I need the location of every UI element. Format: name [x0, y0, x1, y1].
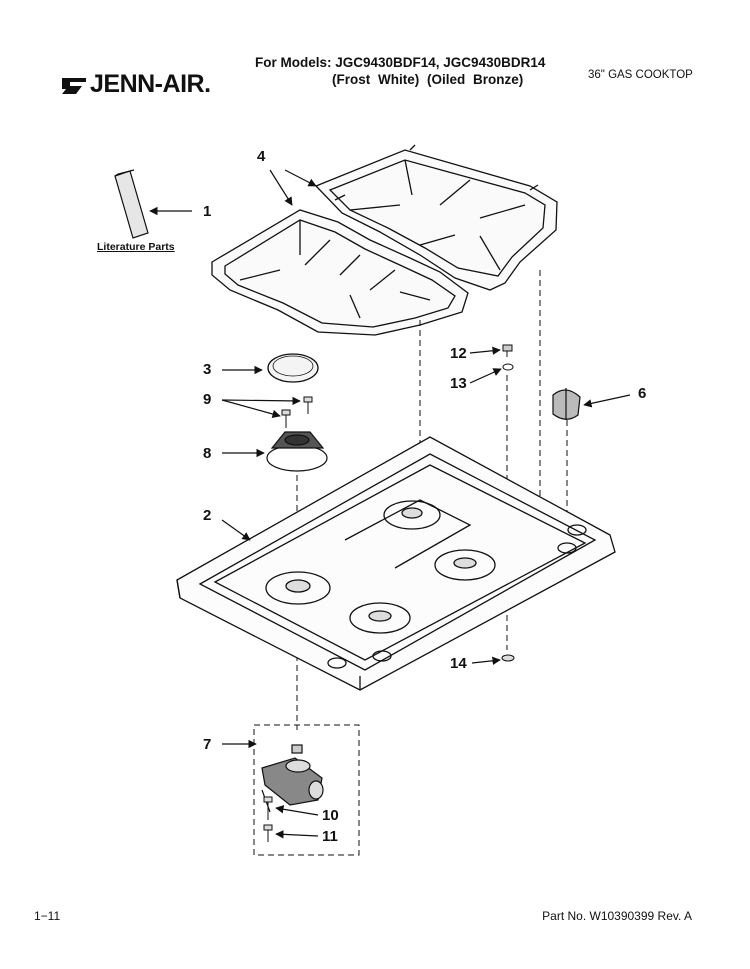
- valve-assembly: [261, 744, 324, 813]
- callout-4: 4: [257, 148, 266, 165]
- grommet: [501, 654, 515, 662]
- product-title: 36" GAS COOKTOP: [588, 69, 693, 81]
- callout-11: 11: [322, 828, 338, 845]
- burner-base: [266, 431, 328, 472]
- callout-6: 6: [638, 385, 647, 402]
- literature-parts-label: Literature Parts: [97, 241, 175, 253]
- models-line-1: For Models: JGC9430BDF14, JGC9430BDR14: [255, 55, 546, 70]
- models-line-2: (Frost White) (Oiled Bronze): [332, 72, 524, 87]
- burner-cap: [267, 353, 319, 383]
- callout-7: 7: [203, 736, 212, 753]
- callout-12: 12: [450, 345, 467, 362]
- cooktop-main-top: [176, 436, 616, 691]
- callout-3: 3: [203, 361, 212, 378]
- page-number: 1−11: [34, 909, 61, 923]
- brand-logo: JENN-AIR.: [60, 70, 211, 99]
- callout-10: 10: [322, 807, 339, 824]
- jenn-air-logo-icon: [62, 77, 86, 94]
- valve-assembly-box: [253, 724, 360, 856]
- callout-2: 2: [203, 507, 212, 524]
- callout-9: 9: [203, 391, 212, 408]
- callout-14: 14: [450, 655, 467, 672]
- brand-name: JENN-AIR.: [90, 70, 211, 98]
- orifice-screws: [263, 796, 273, 842]
- callout-13: 13: [450, 375, 467, 392]
- hold-down-screw: [502, 344, 514, 371]
- burner-grate-left: [211, 209, 469, 336]
- models-heading: For Models: JGC9430BDF14, JGC9430BDR14 (…: [255, 54, 545, 88]
- part-number: Part No. W10390399 Rev. A: [542, 909, 692, 923]
- literature-booklet: [114, 169, 149, 239]
- callout-8: 8: [203, 445, 212, 462]
- screws: [281, 396, 313, 428]
- burner-grate-right: [314, 144, 558, 291]
- control-knob: [552, 388, 581, 420]
- callout-1: 1: [203, 203, 212, 220]
